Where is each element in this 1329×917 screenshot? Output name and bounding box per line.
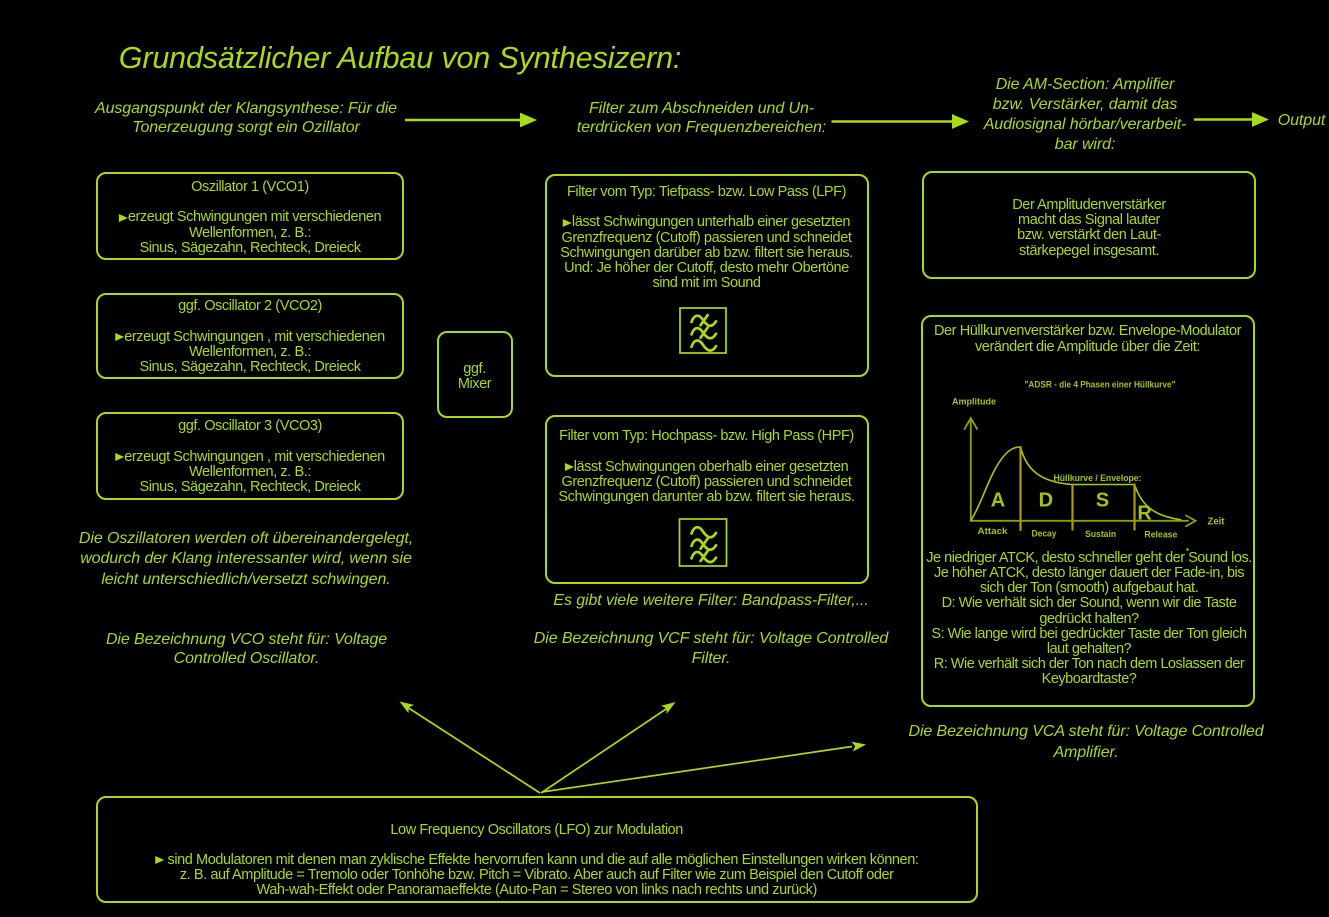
svg-text:Sustain: Sustain	[1085, 528, 1116, 539]
svg-text:D: D	[1039, 490, 1053, 512]
svg-text:Attack: Attack	[978, 525, 1009, 536]
svg-text:Decay: Decay	[1032, 528, 1058, 539]
svg-text:Release: Release	[1144, 529, 1177, 540]
svg-text:Zeit: Zeit	[1208, 517, 1226, 528]
svg-text:A: A	[991, 490, 1005, 512]
svg-text:S: S	[1096, 490, 1109, 512]
svg-text:"ADSR - die 4 Phasen einer Hül: "ADSR - die 4 Phasen einer Hüllkurve"	[1025, 380, 1176, 391]
svg-text:Amplitude: Amplitude	[952, 397, 996, 408]
svg-text:Hüllkurve / Envelope:: Hüllkurve / Envelope:	[1054, 473, 1142, 483]
